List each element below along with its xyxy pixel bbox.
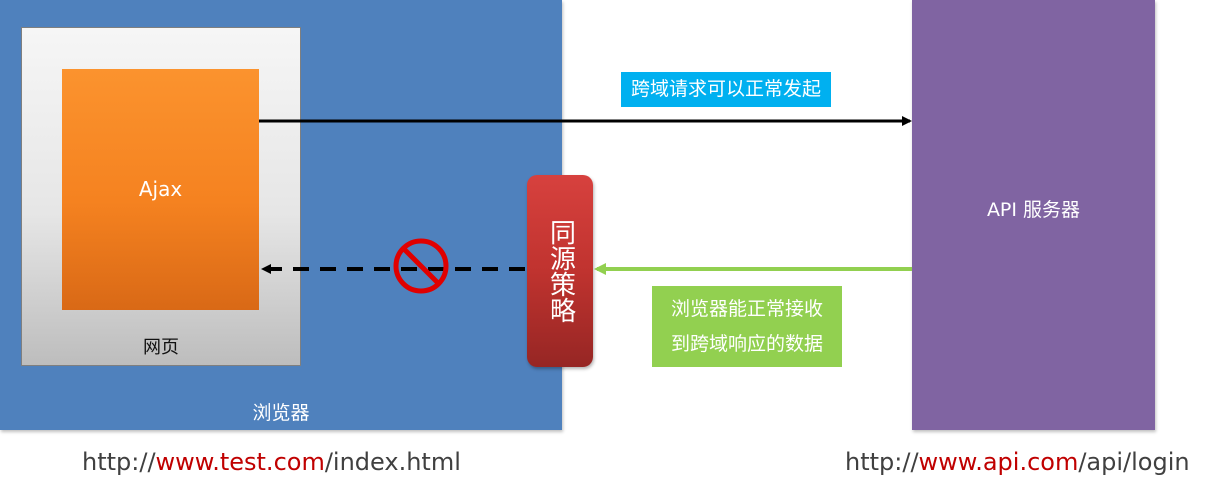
url-path: /api/login: [1078, 448, 1190, 476]
url-path: /index.html: [324, 448, 461, 476]
same-origin-policy-label: 同源策略: [545, 219, 576, 323]
url-host: www.api.com: [918, 448, 1079, 476]
webpage-box: Ajax 网页: [21, 27, 301, 366]
url-prefix: http://: [845, 448, 919, 476]
ajax-box: Ajax: [62, 69, 259, 310]
server-url: http://www.api.com/api/login: [845, 448, 1190, 476]
url-prefix: http://: [82, 448, 156, 476]
browser-label: 浏览器: [252, 402, 310, 424]
same-origin-policy-box: 同源策略: [527, 175, 593, 367]
browser-url: http://www.test.com/index.html: [82, 448, 461, 476]
response-label-line2: 到跨域响应的数据: [670, 332, 823, 355]
api-server-panel: API 服务器: [912, 0, 1155, 430]
response-label: 浏览器能正常接收 到跨域响应的数据: [652, 286, 842, 367]
webpage-label: 网页: [143, 337, 179, 358]
ajax-label: Ajax: [138, 177, 183, 201]
response-label-line1: 浏览器能正常接收: [670, 297, 823, 320]
api-server-label: API 服务器: [986, 199, 1081, 221]
request-label: 跨域请求可以正常发起: [621, 72, 832, 107]
url-host: www.test.com: [155, 448, 325, 476]
no-entry-icon: [393, 238, 449, 294]
browser-panel: Ajax 网页 浏览器: [0, 0, 562, 430]
